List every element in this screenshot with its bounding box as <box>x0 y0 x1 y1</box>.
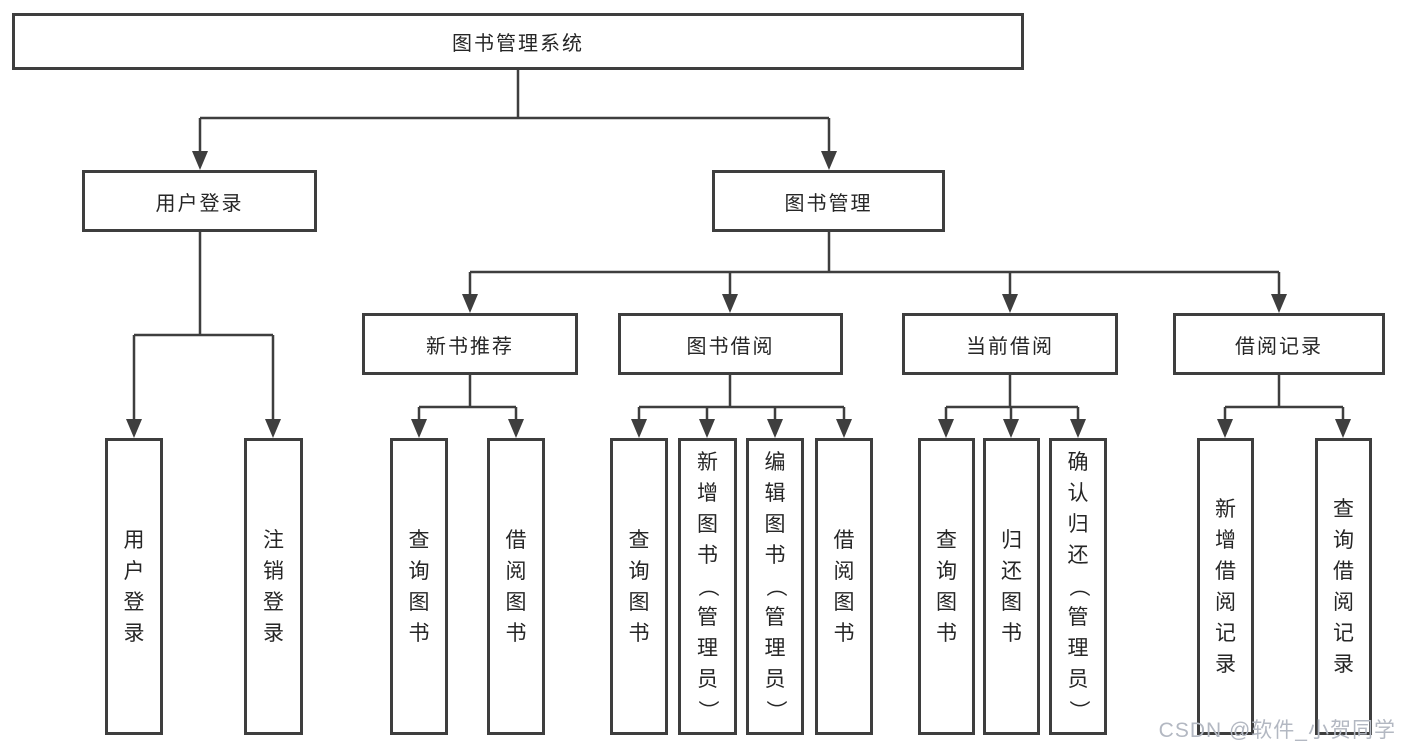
node-label: 新书推荐 <box>426 335 514 358</box>
leaf-label: 确认归还（管理员） <box>1066 451 1090 721</box>
leaf-label: 注销登录 <box>263 528 284 645</box>
leaf-user-login: 用户登录 <box>105 438 163 735</box>
node-label: 图书借阅 <box>686 335 775 358</box>
connector-current-borrow-to-leaves <box>938 375 1086 438</box>
node-label: 用户登录 <box>155 192 244 215</box>
leaf-label: 借阅图书 <box>505 528 527 645</box>
connector-borrow-records-to-leaves <box>1217 375 1351 438</box>
leaf-label: 借阅图书 <box>833 528 855 645</box>
leaf-label: 编辑图书（管理员） <box>763 451 787 721</box>
leaf-label: 查询借阅记录 <box>1333 497 1354 676</box>
leaf-label: 用户登录 <box>123 528 145 645</box>
node-book-management: 图书管理 <box>712 170 945 232</box>
node-label: 图书管理系统 <box>452 33 584 55</box>
node-library-management-system: 图书管理系统 <box>12 13 1024 70</box>
leaf-newbooks-borrow-books: 借阅图书 <box>487 438 545 735</box>
leaf-label: 新增借阅记录 <box>1215 497 1236 676</box>
leaf-current-query-books: 查询图书 <box>918 438 975 735</box>
leaf-records-query-record: 查询借阅记录 <box>1315 438 1372 735</box>
node-user-login: 用户登录 <box>82 170 317 232</box>
leaf-borrow-borrow-books: 借阅图书 <box>815 438 873 735</box>
node-new-book-recommend: 新书推荐 <box>362 313 578 375</box>
connector-book-mgmt-to-level2 <box>462 232 1287 313</box>
node-label: 当前借阅 <box>966 335 1054 358</box>
leaf-label: 新增图书（管理员） <box>696 451 719 721</box>
leaf-current-return-books: 归还图书 <box>983 438 1040 735</box>
leaf-newbooks-query-books: 查询图书 <box>390 438 448 735</box>
leaf-borrow-edit-books-admin: 编辑图书（管理员） <box>746 438 804 735</box>
leaf-label: 查询图书 <box>628 528 650 645</box>
leaf-label: 归还图书 <box>1001 528 1022 645</box>
node-label: 借阅记录 <box>1235 335 1323 358</box>
leaf-records-add-record: 新增借阅记录 <box>1197 438 1254 735</box>
leaf-label: 查询图书 <box>936 528 957 645</box>
node-book-borrow: 图书借阅 <box>618 313 843 375</box>
leaf-label: 查询图书 <box>408 528 430 645</box>
leaf-logout: 注销登录 <box>244 438 303 735</box>
node-label: 图书管理 <box>784 192 873 215</box>
connector-new-books-to-leaves <box>411 375 524 438</box>
connector-root-to-level1 <box>192 70 837 170</box>
node-current-borrow: 当前借阅 <box>902 313 1118 375</box>
leaf-borrow-add-books-admin: 新增图书（管理员） <box>678 438 737 735</box>
connector-book-borrow-to-leaves <box>631 375 852 438</box>
leaf-current-confirm-return-admin: 确认归还（管理员） <box>1049 438 1107 735</box>
connector-user-login-to-leaves <box>126 232 281 438</box>
leaf-borrow-query-books: 查询图书 <box>610 438 668 735</box>
node-borrow-records: 借阅记录 <box>1173 313 1385 375</box>
